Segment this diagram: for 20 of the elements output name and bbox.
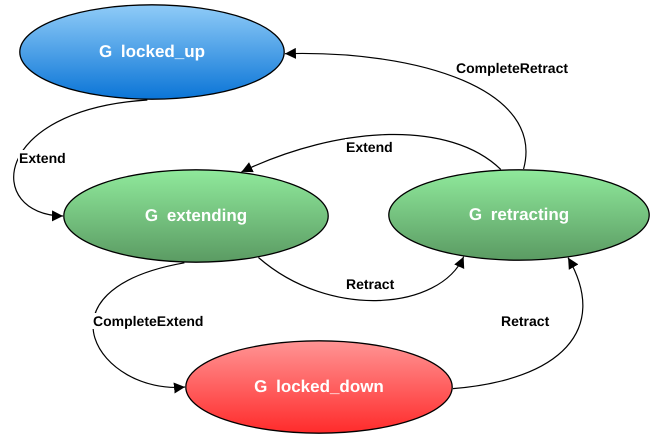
transition-arrow [13,99,148,220]
state-ellipse [388,169,650,261]
edge-label: Extend [18,150,67,166]
edge-label: Retract [345,276,396,292]
state-ellipse [63,169,329,263]
edge-label: Extend [345,139,394,155]
edge-label: Retract [500,313,550,329]
transition-arrow [452,257,584,390]
edge-label: CompleteExtend [92,313,204,329]
state-name: G extending [144,206,248,226]
state-ellipse [19,4,285,100]
edge-label: CompleteRetract [455,60,570,76]
state-name: G locked_up [98,42,206,62]
state-name: G locked_down [254,377,384,397]
state-ellipse [185,340,453,434]
transition-arrow [258,256,464,302]
transition-arrow [284,48,527,170]
state-name: G retracting [468,205,570,225]
transition-arrow [92,262,185,392]
transition-arrow [241,134,502,172]
